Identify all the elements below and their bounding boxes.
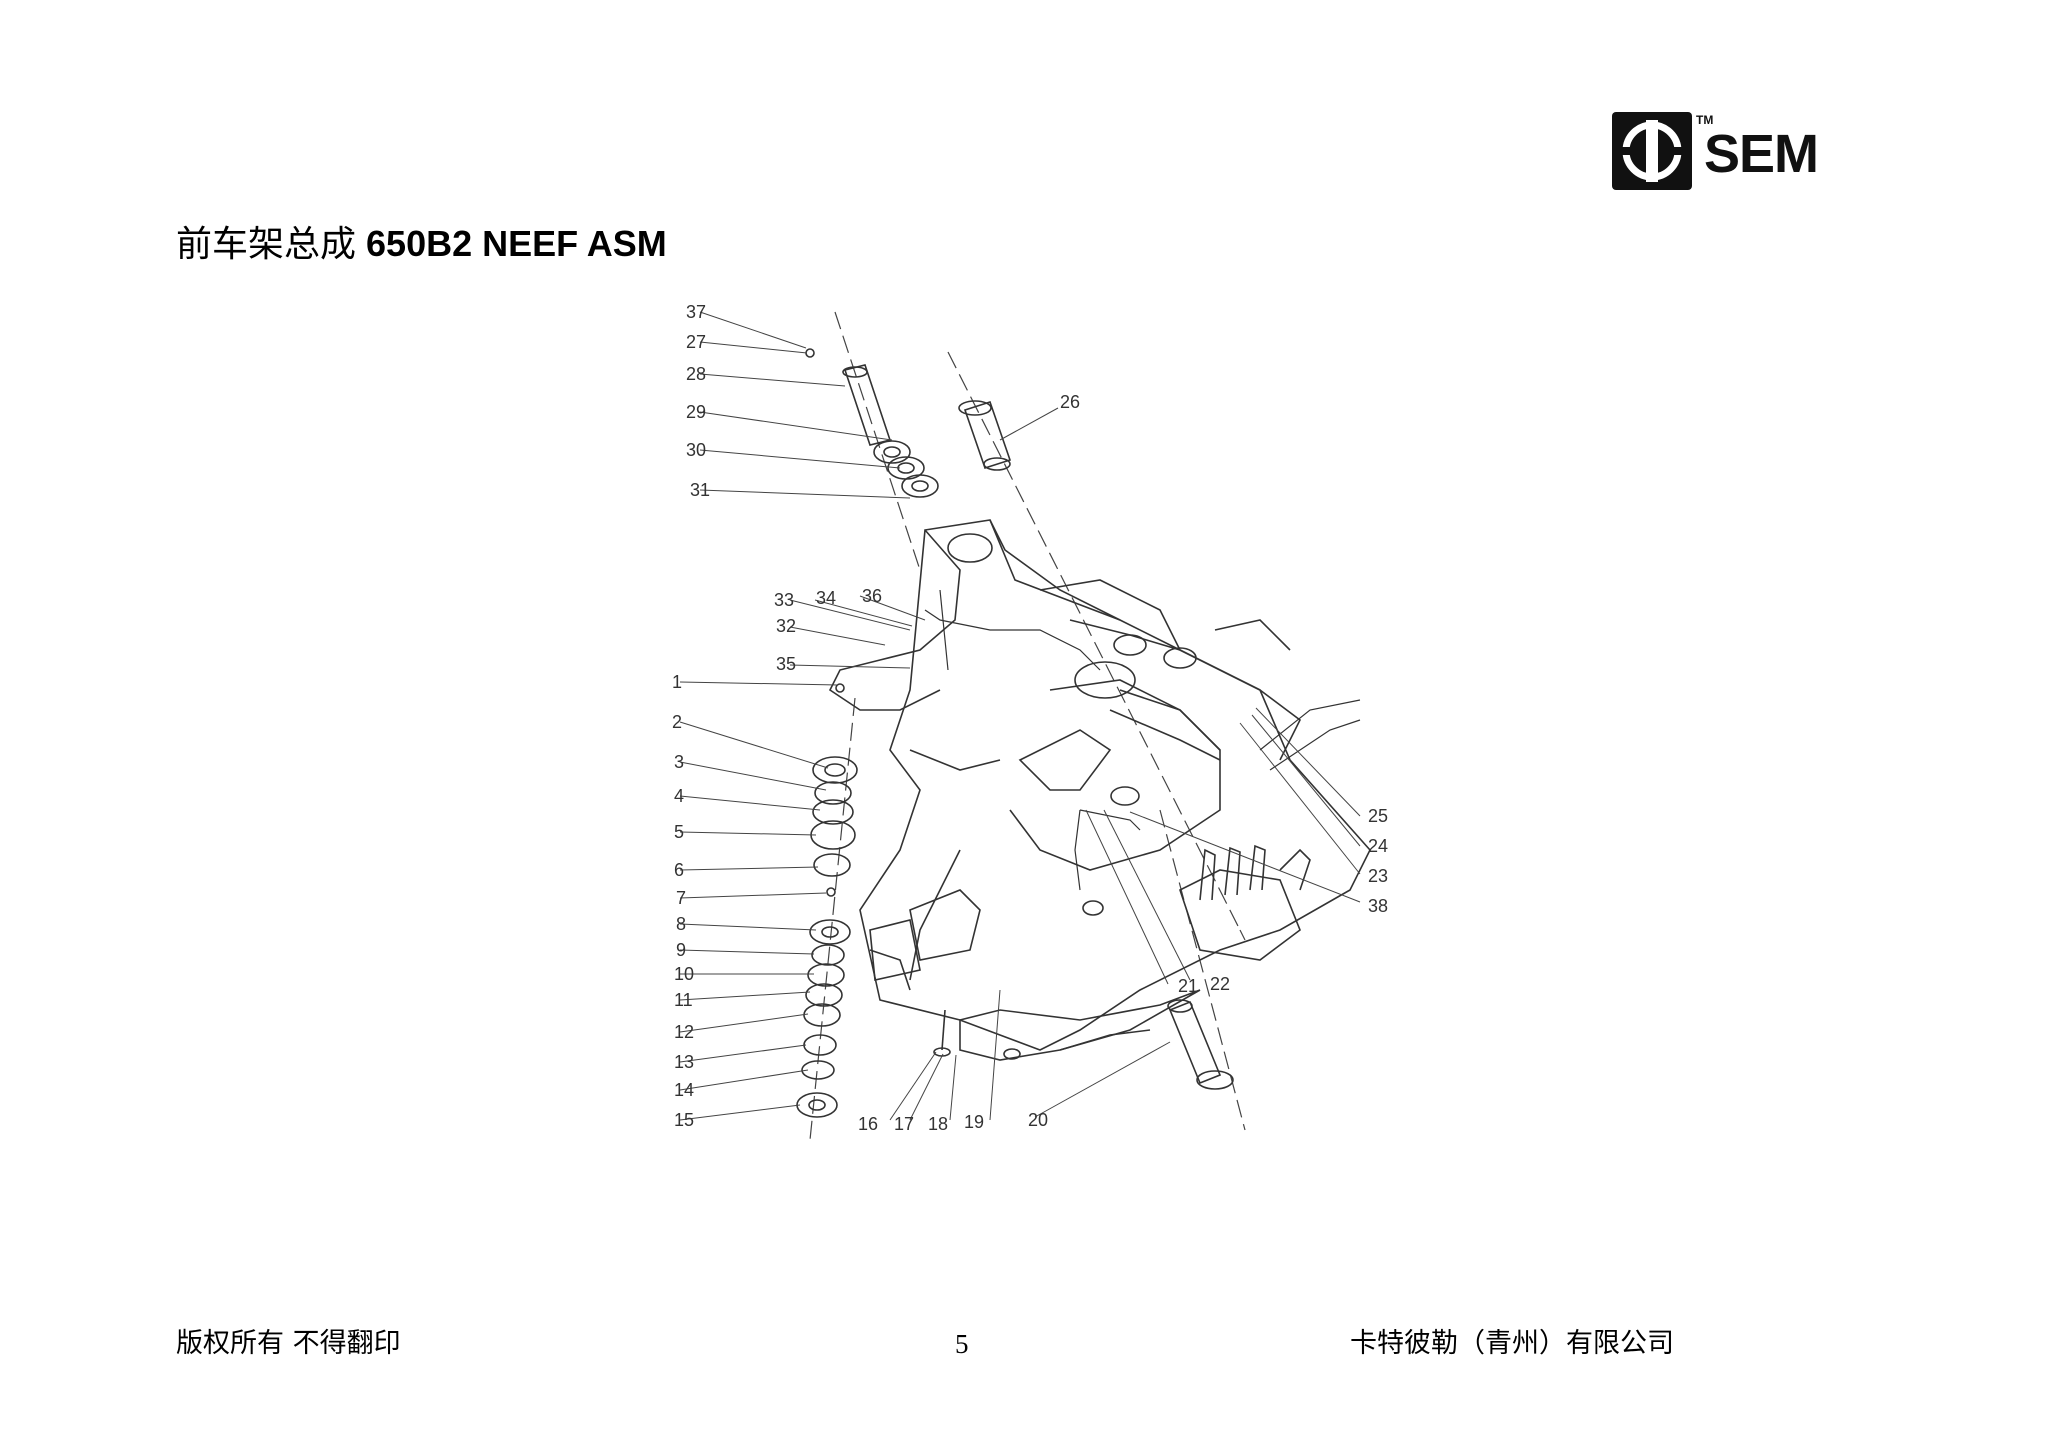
callout-33: 33 xyxy=(774,590,794,610)
callout-37: 37 xyxy=(686,302,706,322)
callout-16: 16 xyxy=(858,1114,878,1134)
callout-26: 26 xyxy=(1060,392,1080,412)
callout-3: 3 xyxy=(674,752,684,772)
callout-14: 14 xyxy=(674,1080,694,1100)
callout-4: 4 xyxy=(674,786,684,806)
page-title: 前车架总成 650B2 NEEF ASM xyxy=(176,220,667,269)
leader-lines xyxy=(679,311,1361,1121)
callout-9: 9 xyxy=(676,940,686,960)
callout-labels: 37 27 28 29 30 31 26 33 34 36 32 35 1 2 … xyxy=(672,302,1388,1134)
callout-10: 10 xyxy=(674,964,694,984)
logo-text: SEM xyxy=(1704,124,1818,184)
callout-38: 38 xyxy=(1368,896,1388,916)
footer-company: 卡特彼勒（青州）有限公司 xyxy=(1350,1328,1674,1359)
callout-5: 5 xyxy=(674,822,684,842)
callout-2: 2 xyxy=(672,712,682,732)
callout-35: 35 xyxy=(776,654,796,674)
footer-page-number: 5 xyxy=(955,1329,969,1359)
callout-11: 11 xyxy=(674,990,693,1010)
callout-15: 15 xyxy=(674,1110,694,1130)
callout-31: 31 xyxy=(690,480,710,500)
callout-13: 13 xyxy=(674,1052,694,1072)
callout-25: 25 xyxy=(1368,806,1388,826)
callout-19: 19 xyxy=(964,1112,984,1132)
footer-copyright: 版权所有 不得翻印 xyxy=(176,1328,401,1359)
callout-29: 29 xyxy=(686,402,706,422)
frame-body xyxy=(828,519,1371,1061)
callout-1: 1 xyxy=(672,672,682,692)
front-frame-exploded-diagram: 37 27 28 29 30 31 26 33 34 36 32 35 1 2 … xyxy=(660,290,1440,1150)
callout-24: 24 xyxy=(1368,836,1388,856)
callout-7: 7 xyxy=(676,888,686,908)
title-chinese: 前车架总成 xyxy=(176,224,357,265)
callout-30: 30 xyxy=(686,440,706,460)
callout-32: 32 xyxy=(776,616,796,636)
upper-pin xyxy=(805,348,939,498)
callout-18: 18 xyxy=(928,1114,948,1134)
callout-6: 6 xyxy=(674,860,684,880)
callout-8: 8 xyxy=(676,914,686,934)
callout-22: 22 xyxy=(1210,974,1230,994)
callout-23: 23 xyxy=(1368,866,1388,886)
trademark-mark: TM xyxy=(1696,113,1713,127)
sem-logo: TM SEM xyxy=(1612,108,1848,192)
callout-20: 20 xyxy=(1028,1110,1048,1130)
callout-12: 12 xyxy=(674,1022,694,1042)
pin-26 xyxy=(958,400,1012,471)
bearing-stack xyxy=(796,683,858,1118)
title-english: 650B2 NEEF ASM xyxy=(366,223,667,264)
callout-27: 27 xyxy=(686,332,706,352)
callout-28: 28 xyxy=(686,364,706,384)
callout-17: 17 xyxy=(894,1114,914,1134)
callout-21: 21 xyxy=(1178,976,1198,996)
callout-36: 36 xyxy=(862,586,882,606)
callout-34: 34 xyxy=(816,588,836,608)
pin-20 xyxy=(1167,999,1234,1090)
